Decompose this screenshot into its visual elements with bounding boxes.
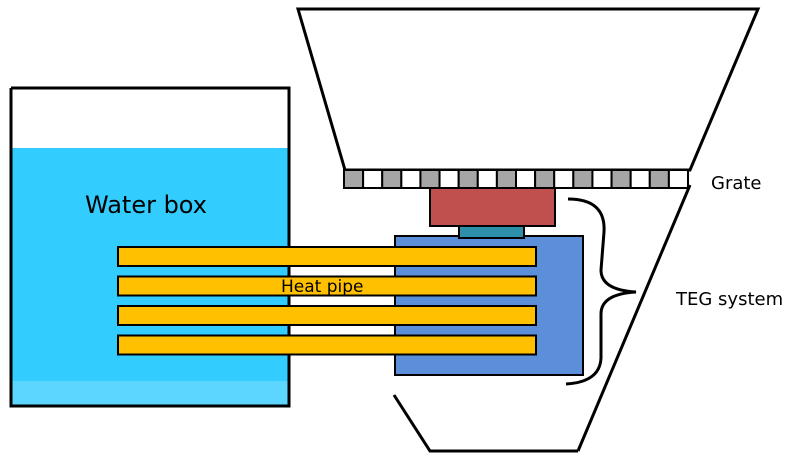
heat-pipe (117, 246, 537, 267)
heat-pipe (117, 305, 537, 326)
grate-cell (400, 169, 422, 189)
grate-label: Grate (711, 173, 762, 194)
grate-cell (572, 169, 594, 189)
teg-module (458, 225, 525, 239)
heat-pipe-label: Heat pipe (281, 277, 364, 297)
grate-cell (381, 169, 403, 189)
grate-cell (438, 169, 460, 189)
water-box-walls (9, 86, 291, 408)
water-box-label: Water box (85, 191, 207, 219)
grate-cell (419, 169, 441, 189)
grate-cell (591, 169, 613, 189)
teg-system-label: TEG system (675, 289, 783, 310)
grate-cell (515, 169, 537, 189)
stove-hopper (295, 7, 761, 172)
grate-cell (629, 169, 651, 189)
grate-cell (343, 169, 365, 189)
grate-cell (667, 169, 690, 189)
grate-cell (534, 169, 556, 189)
heater-block (429, 185, 556, 227)
heat-pipes (117, 246, 537, 356)
grate-cell (610, 169, 632, 189)
grate-cell (553, 169, 575, 189)
teg-system-bracket (565, 197, 637, 386)
stove-lower-left-wall (392, 394, 578, 453)
grate-cell (457, 169, 479, 189)
heat-pipe (117, 334, 537, 356)
grate-cell (648, 169, 670, 189)
grate-cell (476, 169, 498, 189)
grate (343, 169, 690, 189)
grate-cell (495, 169, 518, 189)
water-box-bottom-band (11, 381, 289, 406)
stove-right-wall (576, 184, 692, 452)
heat-pipe (117, 275, 537, 297)
grate-cell (362, 169, 384, 189)
